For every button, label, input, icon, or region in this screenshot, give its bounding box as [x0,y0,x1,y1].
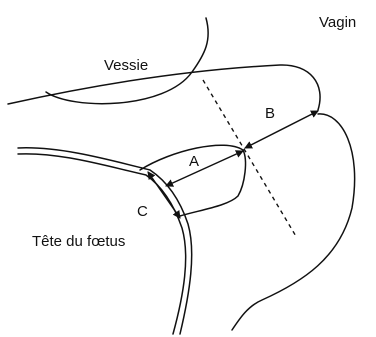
label-vessie: Vessie [104,57,148,74]
arrow-b [245,111,318,148]
label-c: C [137,203,148,220]
lower-vaginal-wall [232,114,355,330]
arrow-a [166,151,243,186]
label-b: B [265,105,275,122]
upper-vaginal-wall [8,65,320,110]
label-vagin: Vagin [319,14,356,31]
dashed-reference-line [203,80,297,238]
label-a: A [189,153,199,170]
label-tete-du-foetus: Tête du fœtus [32,233,125,250]
